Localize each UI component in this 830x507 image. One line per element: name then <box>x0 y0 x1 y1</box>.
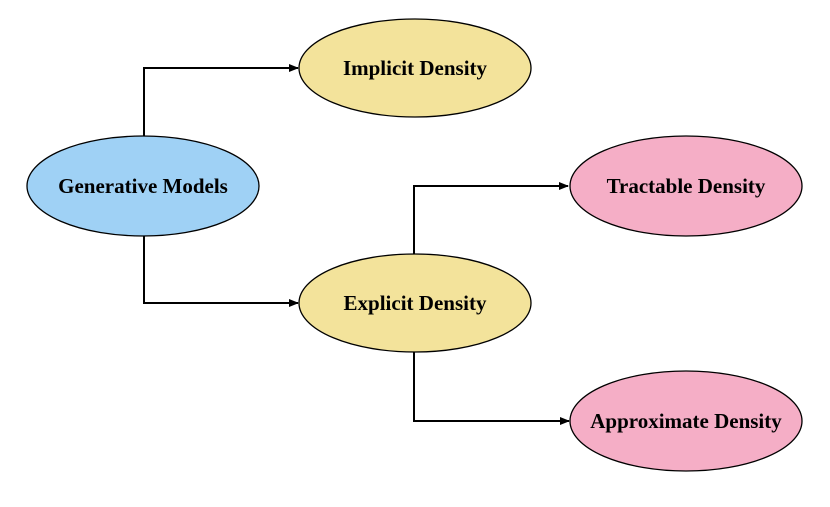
node-approximate-density-shape <box>569 370 803 472</box>
node-generative-models-label: Generative Models <box>58 174 228 198</box>
node-tractable-density-label: Tractable Density <box>607 174 766 198</box>
edge-explicit-to-approximate <box>413 352 570 425</box>
node-implicit-density-shape <box>298 18 532 118</box>
node-implicit-density-label: Implicit Density <box>343 56 488 80</box>
node-explicit-density-label: Explicit Density <box>344 291 487 315</box>
edge-generative-to-explicit <box>143 236 299 307</box>
node-implicit-density: Implicit Density <box>298 18 532 118</box>
edge-explicit-to-tractable <box>413 182 569 255</box>
node-tractable-density-shape <box>569 135 803 237</box>
edge-generative-to-implicit <box>143 64 299 137</box>
node-explicit-density-shape <box>298 253 532 353</box>
node-generative-models: Generative Models <box>26 135 260 237</box>
node-approximate-density-label: Approximate Density <box>590 409 782 433</box>
node-approximate-density: Approximate Density <box>569 370 803 472</box>
node-generative-models-shape <box>26 135 260 237</box>
node-explicit-density: Explicit Density <box>298 253 532 353</box>
node-tractable-density: Tractable Density <box>569 135 803 237</box>
